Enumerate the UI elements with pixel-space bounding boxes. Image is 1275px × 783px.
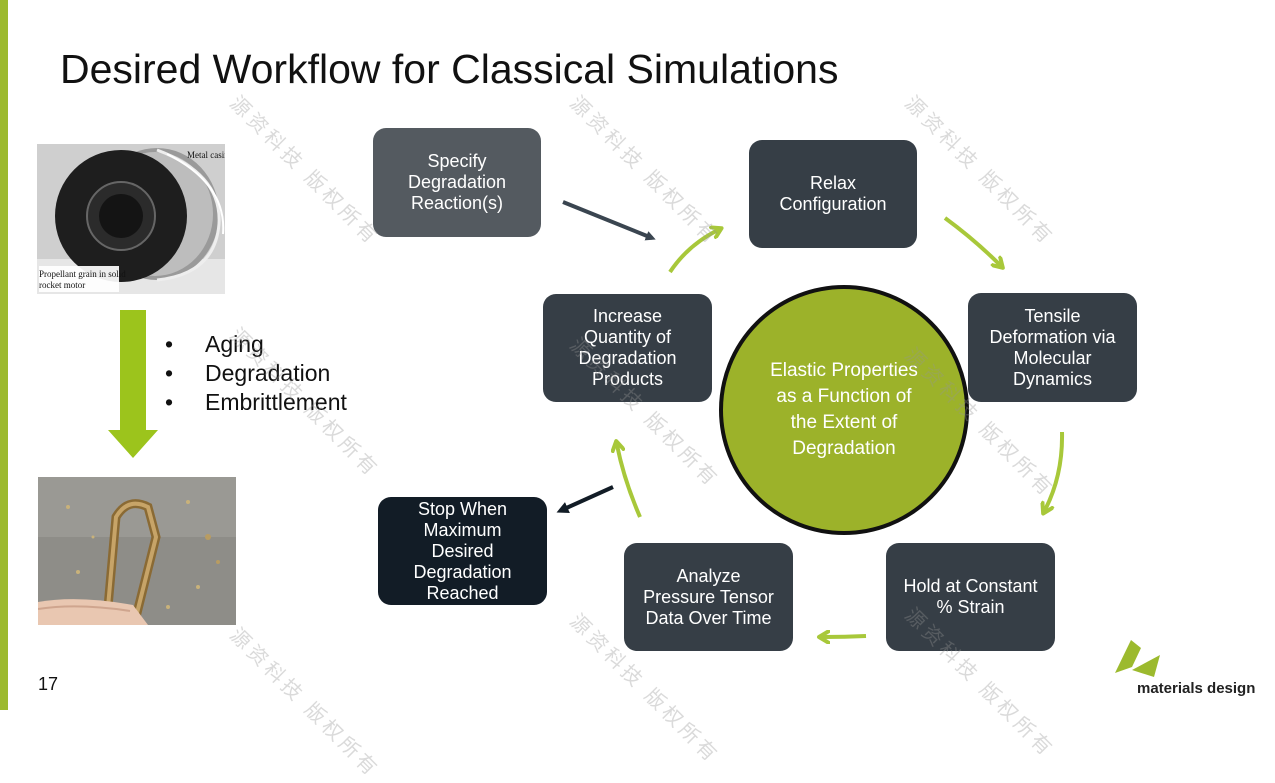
- cycle-arrow-hold-analyze: [823, 636, 867, 637]
- step-relax-configuration: Relax Configuration: [749, 140, 917, 248]
- bullet-item: Embrittlement: [165, 388, 347, 417]
- degraded-propellant-illustration: [38, 477, 236, 625]
- left-accent-bar: [0, 0, 8, 710]
- cycle-arrow-increase-relax: [668, 230, 718, 274]
- cycle-arrow-tensile-hold: [1045, 431, 1065, 510]
- left-down-arrow: [108, 310, 158, 458]
- cycle-arrow-analyze-increase: [617, 445, 642, 518]
- step-tensile-deformation: Tensile Deformation via Molecular Dynami…: [968, 293, 1137, 402]
- materials-design-logo-icon: [1115, 640, 1160, 677]
- center-elastic-properties: Elastic Properties as a Function of the …: [719, 285, 969, 535]
- degradation-bullet-list: Aging Degradation Embrittlement: [165, 330, 347, 417]
- step-hold-constant-strain: Hold at Constant % Strain: [886, 543, 1055, 651]
- step-stop-condition: Stop When Maximum Desired Degradation Re…: [378, 497, 547, 605]
- bullet-item: Degradation: [165, 359, 347, 388]
- page-number: 17: [38, 674, 59, 694]
- workflow-arrows: [108, 200, 1160, 677]
- bullet-item: Aging: [165, 330, 347, 359]
- specify-arrow: [562, 200, 656, 241]
- step-specify-degradation: Specify Degradation Reaction(s): [373, 128, 541, 237]
- cycle-arrow-relax-tensile: [943, 216, 1000, 265]
- stop-arrow: [556, 485, 614, 514]
- rocket-motor-illustration: [37, 144, 225, 294]
- brand-logo-text: materials design: [1137, 680, 1256, 697]
- rocket-label-grain: Propellant grain in solid rocket motor: [39, 269, 126, 290]
- rocket-motor-photo: Propellant grain in solid rocket motor M…: [37, 144, 225, 294]
- step-analyze-pressure-tensor: Analyze Pressure Tensor Data Over Time: [624, 543, 793, 651]
- slide-title: Desired Workflow for Classical Simulatio…: [60, 46, 839, 92]
- degraded-propellant-photo: [38, 477, 236, 625]
- step-increase-degradation-products: Increase Quantity of Degradation Product…: [543, 294, 712, 402]
- rocket-label-casing: Metal casing: [187, 150, 225, 160]
